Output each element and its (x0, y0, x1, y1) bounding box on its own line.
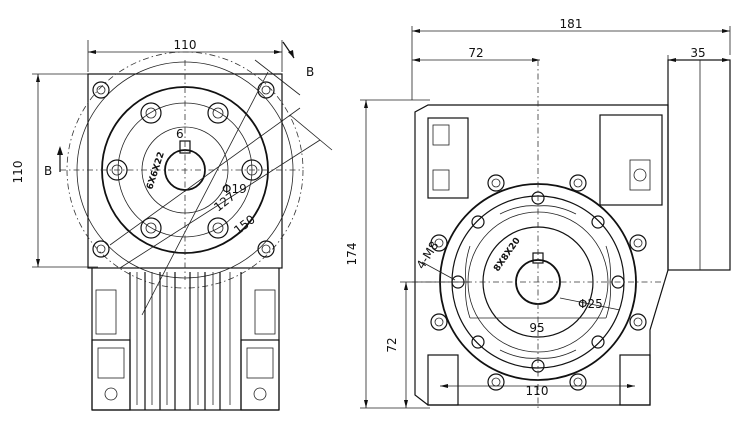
left-height-label: 110 (11, 161, 25, 184)
right-base-width-label: 110 (526, 384, 549, 398)
right-housing-outline (414, 104, 669, 406)
right-flange-slots (465, 205, 611, 359)
right-upper-right-boss (599, 114, 663, 206)
right-overall-width-label: 181 (560, 17, 583, 31)
left-view: 110 110 (11, 38, 333, 411)
left-outer-dashed-circle (66, 51, 304, 289)
right-base-width-dimension: 110 (440, 384, 635, 398)
left-width-dimension: 110 (87, 38, 283, 72)
left-height-dimension: 110 (11, 73, 98, 268)
left-section-marker-top: B (282, 41, 314, 79)
right-upper-left-boss (427, 117, 469, 199)
section-label-top: B (306, 65, 314, 79)
right-motor-flange (667, 59, 731, 271)
right-motor-flange-label: 35 (690, 46, 705, 60)
right-motor-flange-dimension: 35 (667, 46, 730, 100)
right-offset-label: 72 (468, 46, 483, 60)
right-foot-right (619, 354, 651, 406)
right-bolt-pcd-label: 95 (529, 321, 544, 335)
left-width-label: 110 (174, 38, 197, 52)
left-key-marking: 6X6X22 (145, 151, 167, 191)
left-bore-label: Φ19 (222, 182, 247, 196)
section-label-left: B (44, 164, 52, 178)
right-bolt-pcd-dimension: 95 (470, 317, 606, 335)
right-overall-height-label: 174 (345, 243, 359, 266)
right-bore-label: Φ25 (578, 297, 603, 311)
right-bore-leader (559, 297, 621, 311)
right-overall-width-dimension: 181 (411, 17, 731, 100)
left-section-arrow-line (254, 59, 301, 96)
right-key-marking: 8X8X20 (492, 236, 523, 274)
left-section-marker-left: B (44, 146, 63, 178)
right-foot-left (427, 354, 459, 406)
right-centre-height-label: 72 (385, 337, 399, 352)
right-overall-height-dimension: 174 (345, 99, 430, 409)
left-corner-holes (92, 81, 275, 258)
left-section-line (141, 71, 269, 316)
right-view: 181 72 35 174 (345, 17, 731, 410)
left-pcd-leader-b (109, 107, 301, 246)
left-keyway-label: 6 (176, 127, 184, 141)
left-pcd-leader-a (289, 114, 333, 151)
right-offset-dimension: 72 (412, 46, 540, 62)
left-gearbox-body (91, 268, 280, 411)
right-thread-leader (421, 261, 456, 281)
left-pcd-leader-c (119, 139, 321, 269)
right-thread-label: 4-M8 (414, 239, 442, 272)
left-flange-holes (106, 102, 263, 239)
